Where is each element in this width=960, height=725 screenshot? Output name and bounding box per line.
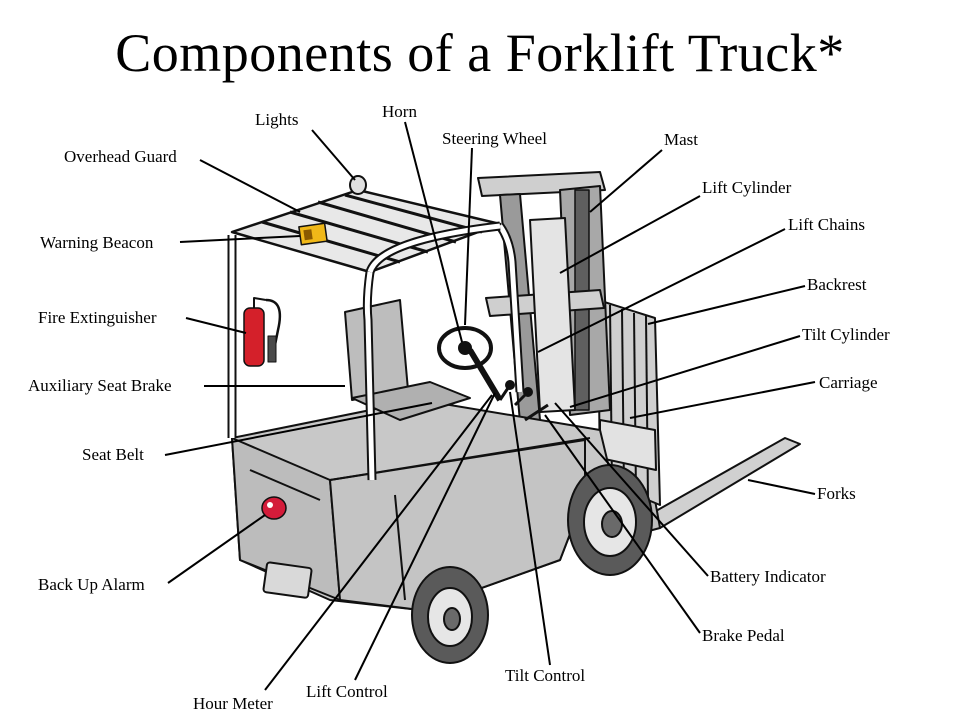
leader-back-up-alarm (167, 514, 266, 584)
label-mast: Mast (664, 130, 698, 149)
leader-lift-cylinder (559, 195, 701, 274)
leader-brake-pedal (544, 414, 701, 634)
leader-backrest (647, 285, 806, 325)
light-shape (349, 175, 367, 195)
mast-shape (477, 171, 611, 423)
leader-forks (747, 479, 816, 495)
warning-beacon-shape (298, 222, 328, 246)
label-overhead-guard: Overhead Guard (64, 147, 177, 166)
label-tilt-control: Tilt Control (505, 666, 585, 685)
label-fire-extinguisher: Fire Extinguisher (38, 308, 157, 327)
leader-lift-control (354, 392, 496, 681)
leader-seat-belt (164, 402, 433, 456)
label-lift-control: Lift Control (306, 682, 388, 701)
label-auxiliary-seat-brake: Auxiliary Seat Brake (28, 376, 172, 395)
label-steering-wheel: Steering Wheel (442, 129, 547, 148)
label-seat-belt: Seat Belt (82, 445, 144, 464)
leader-horn (404, 121, 463, 343)
rear-wheel (411, 566, 489, 664)
label-hour-meter: Hour Meter (193, 694, 273, 713)
back-up-alarm-shape (261, 496, 287, 520)
label-warning-beacon: Warning Beacon (40, 233, 154, 252)
fire-extinguisher-shape (243, 297, 282, 367)
leader-battery-indicator (554, 402, 709, 577)
control-levers (498, 380, 549, 422)
leader-lift-chains (537, 228, 786, 353)
label-horn: Horn (382, 102, 417, 121)
diagram-title: Components of a Forklift Truck* (115, 23, 845, 83)
steering-column (437, 326, 503, 402)
label-forks: Forks (817, 484, 856, 503)
forklift-illustration (227, 171, 801, 664)
label-tilt-cylinder: Tilt Cylinder (802, 325, 890, 344)
leader-carriage (629, 381, 816, 419)
leader-lights (311, 129, 356, 181)
label-lights: Lights (255, 110, 298, 129)
leader-warning-beacon (179, 235, 301, 243)
leader-tilt-cylinder (569, 335, 801, 408)
leader-steering-wheel (464, 147, 473, 326)
leader-hour-meter (264, 394, 493, 691)
label-carriage: Carriage (819, 373, 878, 392)
label-lift-chains: Lift Chains (788, 215, 865, 234)
front-wheel (567, 464, 653, 576)
component-labels: Lights Horn Steering Wheel Mast Overhead… (28, 102, 890, 713)
label-lift-cylinder: Lift Cylinder (702, 178, 792, 197)
leader-overhead-guard (199, 159, 301, 213)
leader-tilt-control (509, 391, 551, 666)
label-battery-indicator: Battery Indicator (710, 567, 826, 586)
label-backrest: Backrest (807, 275, 867, 294)
leader-mast (589, 149, 663, 213)
label-back-up-alarm: Back Up Alarm (38, 575, 145, 594)
leader-fire-extinguisher (185, 317, 247, 334)
leader-lines (164, 121, 816, 691)
label-brake-pedal: Brake Pedal (702, 626, 785, 645)
